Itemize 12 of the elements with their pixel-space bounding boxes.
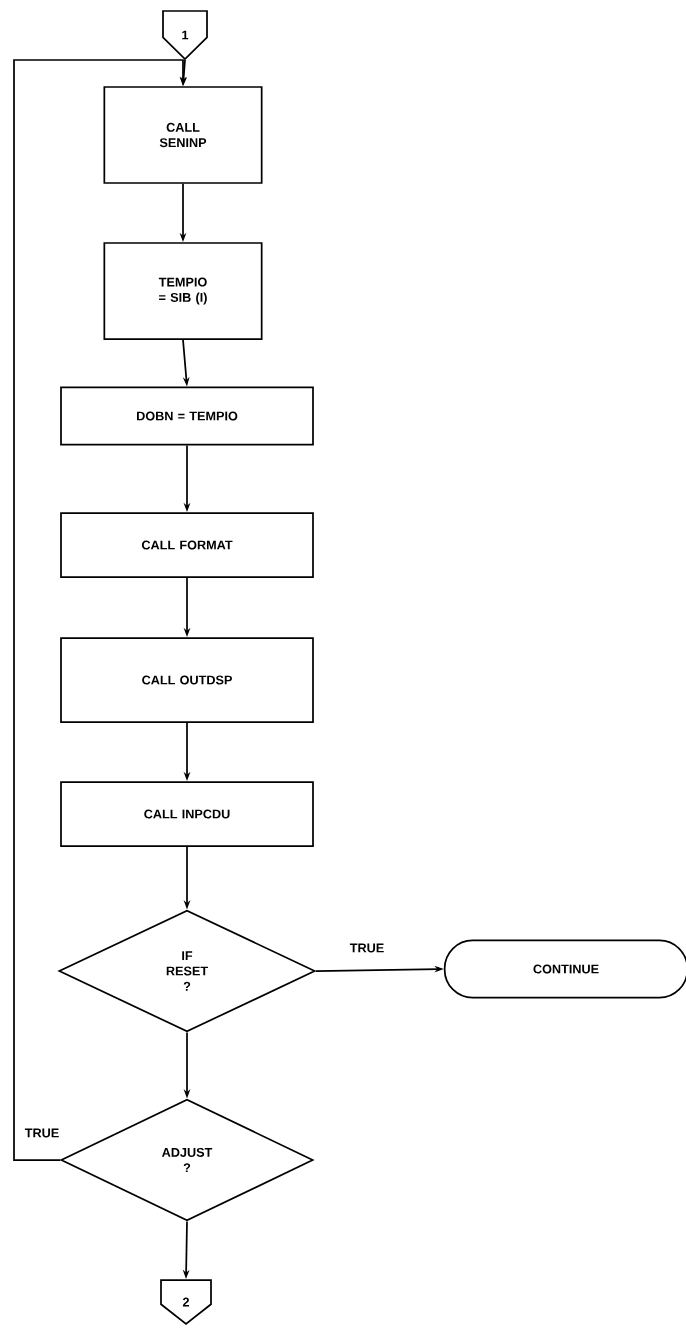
process-box: CALL SENINP xyxy=(103,86,263,184)
edge-label: TRUE xyxy=(348,942,386,954)
process-box: TEMPIO = SIB (I) xyxy=(103,242,263,340)
process-box: CALL OUTDSP xyxy=(60,637,314,723)
arrow xyxy=(13,59,187,1161)
edge-label: TRUE xyxy=(23,1127,61,1139)
process-box: DOBN = TEMPIO xyxy=(60,386,314,446)
offpage-connector: 2 xyxy=(160,1279,212,1326)
process-box: CALL INPCDU xyxy=(60,781,314,847)
terminal-box: CONTINUE xyxy=(443,939,686,999)
offpage-connector: 1 xyxy=(162,10,208,61)
process-box: CALL FORMAT xyxy=(60,512,314,578)
